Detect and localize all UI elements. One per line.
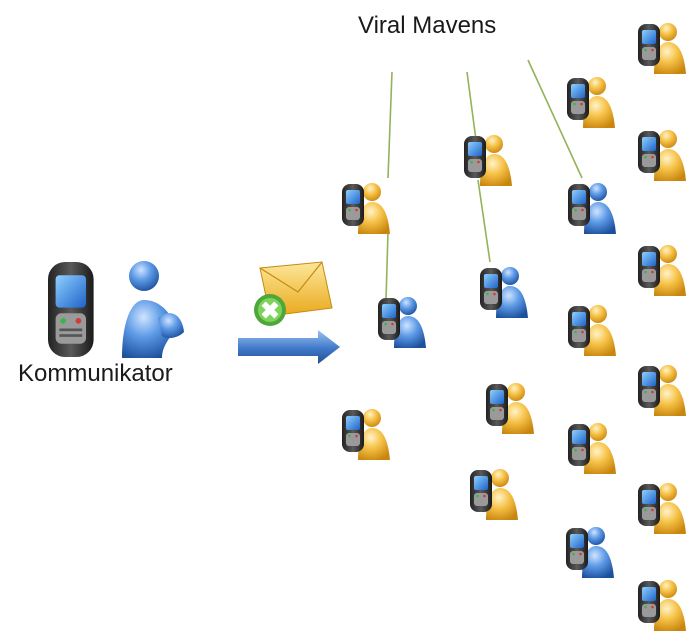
- recipient-node: [480, 267, 528, 318]
- recipient-node: [638, 130, 686, 181]
- user-icon: [654, 130, 686, 181]
- phone-icon: [464, 136, 486, 178]
- user-icon: [654, 365, 686, 416]
- recipient-nodes: [342, 23, 686, 631]
- user-icon: [654, 245, 686, 296]
- phone-icon: [568, 184, 590, 226]
- recipient-node: [470, 469, 518, 520]
- recipient-node: [566, 527, 614, 578]
- phone-icon: [567, 78, 589, 120]
- recipient-node: [638, 365, 686, 416]
- user-icon: [486, 469, 518, 520]
- user-icon: [502, 383, 534, 434]
- user-icon: [480, 135, 512, 186]
- user-icon: [584, 305, 616, 356]
- sender-node: [48, 262, 94, 357]
- user-icon: [583, 77, 615, 128]
- phone-icon: [638, 246, 660, 288]
- user-icon: [496, 267, 528, 318]
- user-icon: [654, 483, 686, 534]
- phone-icon: [470, 470, 492, 512]
- phone-icon: [342, 184, 364, 226]
- connector-line: [477, 179, 491, 263]
- recipient-node: [567, 77, 615, 128]
- user-icon: [394, 297, 426, 348]
- phone-icon: [638, 581, 660, 623]
- phone-icon: [48, 262, 94, 357]
- user-icon: [358, 409, 390, 460]
- recipient-node: [486, 383, 534, 434]
- recipient-node: [568, 423, 616, 474]
- phone-icon: [566, 528, 588, 570]
- connector-line: [527, 59, 583, 179]
- user-icon: [584, 183, 616, 234]
- envelope-add-icon: [254, 261, 333, 326]
- recipient-node: [342, 409, 390, 460]
- user-icon: [654, 23, 686, 74]
- phone-icon: [480, 268, 502, 310]
- user-icon: [654, 580, 686, 631]
- recipient-node: [568, 183, 616, 234]
- sender-user-icon: [122, 261, 184, 358]
- phone-icon: [342, 410, 364, 452]
- diagram-title: Viral Mavens: [358, 12, 497, 39]
- arrow-right-icon: [238, 330, 340, 364]
- phone-icon: [638, 484, 660, 526]
- phone-icon: [568, 306, 590, 348]
- phone-icon: [378, 298, 400, 340]
- recipient-node: [638, 245, 686, 296]
- phone-icon: [486, 384, 508, 426]
- user-icon: [584, 423, 616, 474]
- sender-label: Kommunikator: [18, 360, 173, 387]
- user-icon: [582, 527, 614, 578]
- user-icon: [358, 183, 390, 234]
- phone-icon: [568, 424, 590, 466]
- connector-line: [387, 71, 393, 179]
- recipient-node: [568, 305, 616, 356]
- phone-icon: [638, 366, 660, 408]
- phone-icon: [638, 131, 660, 173]
- recipient-node: [464, 135, 512, 186]
- recipient-node: [638, 483, 686, 534]
- connector-line: [385, 231, 389, 301]
- recipient-node: [378, 297, 426, 348]
- phone-icon: [638, 24, 660, 66]
- connectors: [385, 59, 583, 301]
- recipient-node: [342, 183, 390, 234]
- connector-line: [466, 71, 477, 141]
- recipient-node: [638, 580, 686, 631]
- recipient-node: [638, 23, 686, 74]
